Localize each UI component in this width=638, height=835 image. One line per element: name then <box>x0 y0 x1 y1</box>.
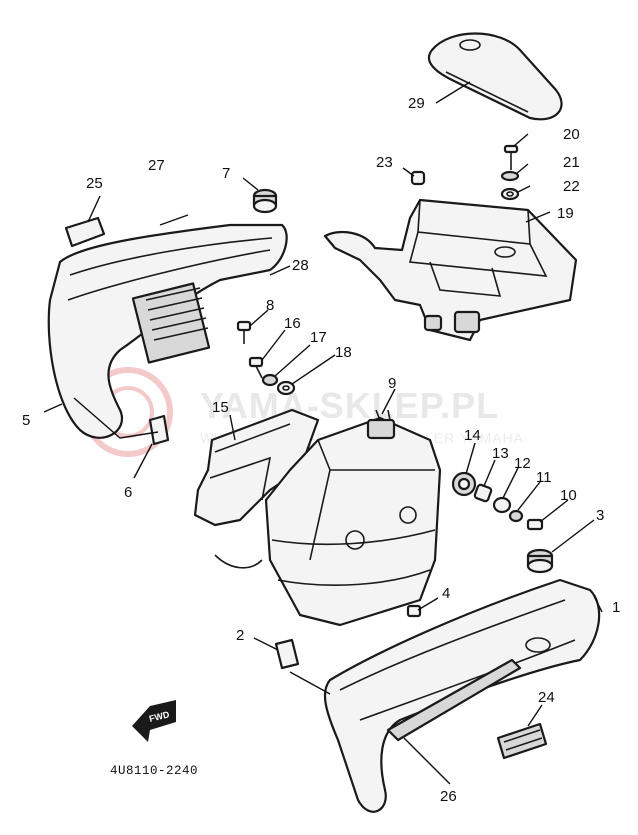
forward-arrow-icon: FWD <box>132 700 176 742</box>
forward-arrow-label: FWD <box>148 709 171 724</box>
part-22-washer <box>500 187 520 201</box>
callout-27: 27 <box>148 157 165 174</box>
callout-1: 1 <box>612 599 620 616</box>
callout-9: 9 <box>388 375 396 392</box>
callout-24: 24 <box>538 689 555 706</box>
part-17-washer <box>261 373 279 387</box>
part-3-grommet <box>526 548 554 574</box>
part-9-reservoir <box>264 409 442 627</box>
callout-22: 22 <box>563 178 580 195</box>
callout-numbers: 1 2 3 4 5 6 7 8 9 10 11 12 13 14 15 16 1… <box>22 95 620 805</box>
callout-16: 16 <box>284 315 301 332</box>
part-25-emblem <box>64 216 106 248</box>
part-21-washer <box>500 170 520 182</box>
watermark-main-text: YAMA-SKLEP.PL <box>200 385 499 426</box>
callout-11: 11 <box>536 469 552 486</box>
diagram-code: 4U8110-2240 <box>110 764 198 778</box>
part-24-emblem <box>496 722 548 760</box>
callout-18: 18 <box>335 344 352 361</box>
leader-lines <box>43 81 603 785</box>
callout-10: 10 <box>560 487 577 504</box>
callout-2: 2 <box>236 627 244 644</box>
callout-12: 12 <box>514 455 531 472</box>
part-20-bolt <box>503 144 519 170</box>
callout-7: 7 <box>222 165 230 182</box>
part-13-collar <box>473 483 493 503</box>
part-12-washer <box>492 496 512 514</box>
callout-8: 8 <box>266 297 274 314</box>
part-16-bolt <box>248 356 264 379</box>
callout-20: 20 <box>563 126 580 143</box>
part-29-pad <box>427 32 563 121</box>
callout-23: 23 <box>376 154 393 171</box>
part-8-screw <box>236 320 252 344</box>
callout-28: 28 <box>292 257 309 274</box>
callout-25: 25 <box>86 175 103 192</box>
part-27-left-cover <box>47 214 288 439</box>
part-23-grommet <box>410 170 426 186</box>
part-11-washer <box>508 509 524 523</box>
callout-6: 6 <box>124 484 132 501</box>
callout-19: 19 <box>557 205 574 222</box>
callout-29: 29 <box>408 95 425 112</box>
part-4-screw <box>406 604 422 618</box>
part-18-washer <box>276 380 296 396</box>
callout-13: 13 <box>492 445 509 462</box>
callout-17: 17 <box>310 329 327 346</box>
callout-21: 21 <box>563 154 580 171</box>
callout-14: 14 <box>464 427 481 444</box>
part-14-bushing <box>451 471 477 497</box>
callout-4: 4 <box>442 585 450 602</box>
part-10-bolt <box>526 518 544 531</box>
callout-15: 15 <box>212 399 229 416</box>
callout-5: 5 <box>22 412 30 429</box>
part-1-right-cover <box>323 578 601 813</box>
part-2-clip <box>274 638 300 670</box>
callout-3: 3 <box>596 507 604 524</box>
part-6-clip <box>148 414 170 446</box>
part-15-bracket <box>193 408 320 569</box>
callout-26: 26 <box>440 788 457 805</box>
part-7-grommet <box>252 188 278 214</box>
part-19-battery-tray <box>323 198 578 342</box>
